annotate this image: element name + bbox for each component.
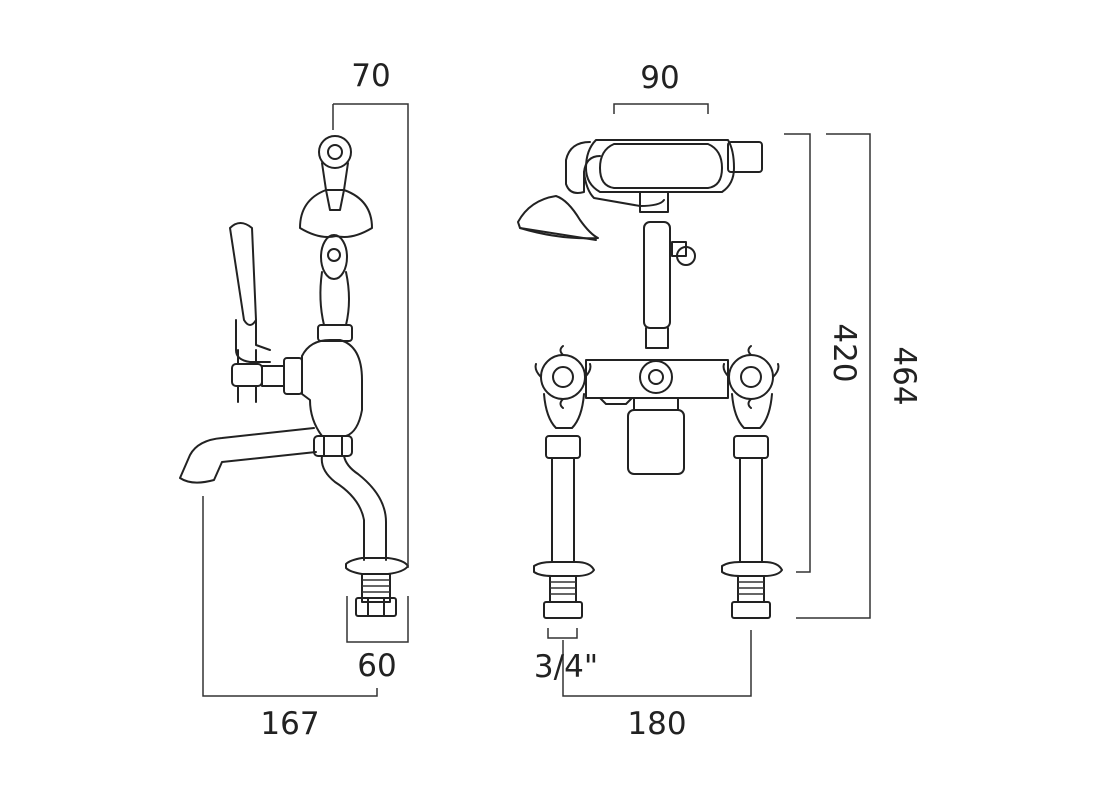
side-dimension-lines (202, 103, 409, 697)
dim-label-front-height-to-deck: 420 (826, 323, 862, 382)
side-tail-pipe (320, 455, 409, 575)
side-handset-cradle (299, 135, 373, 238)
front-dimension-lines (547, 103, 871, 697)
front-right-leg (721, 435, 783, 619)
front-view (517, 139, 783, 619)
side-lever-handle (229, 222, 271, 363)
side-crosshead (231, 349, 303, 403)
side-valve-body (301, 339, 363, 457)
front-bridge (585, 359, 729, 475)
side-view (179, 135, 409, 617)
side-stem (317, 234, 353, 342)
dim-label-front-connection-size: 3/4" (534, 649, 598, 685)
front-left-crosshead (534, 345, 592, 429)
dim-label-front-overall-height: 464 (886, 346, 922, 405)
front-stem (639, 221, 696, 394)
dim-label-side-tail-width: 60 (357, 648, 396, 684)
dim-label-front-centres: 180 (627, 706, 686, 742)
front-handset (517, 139, 763, 241)
dim-label-front-handset-width: 90 (640, 60, 679, 96)
side-thread-nut (355, 573, 397, 617)
front-right-crosshead (722, 345, 780, 429)
front-left-leg (533, 435, 595, 619)
side-spout (179, 427, 317, 484)
dim-label-side-spout-projection: 167 (260, 706, 319, 742)
dim-label-side-top-width: 70 (351, 58, 390, 94)
